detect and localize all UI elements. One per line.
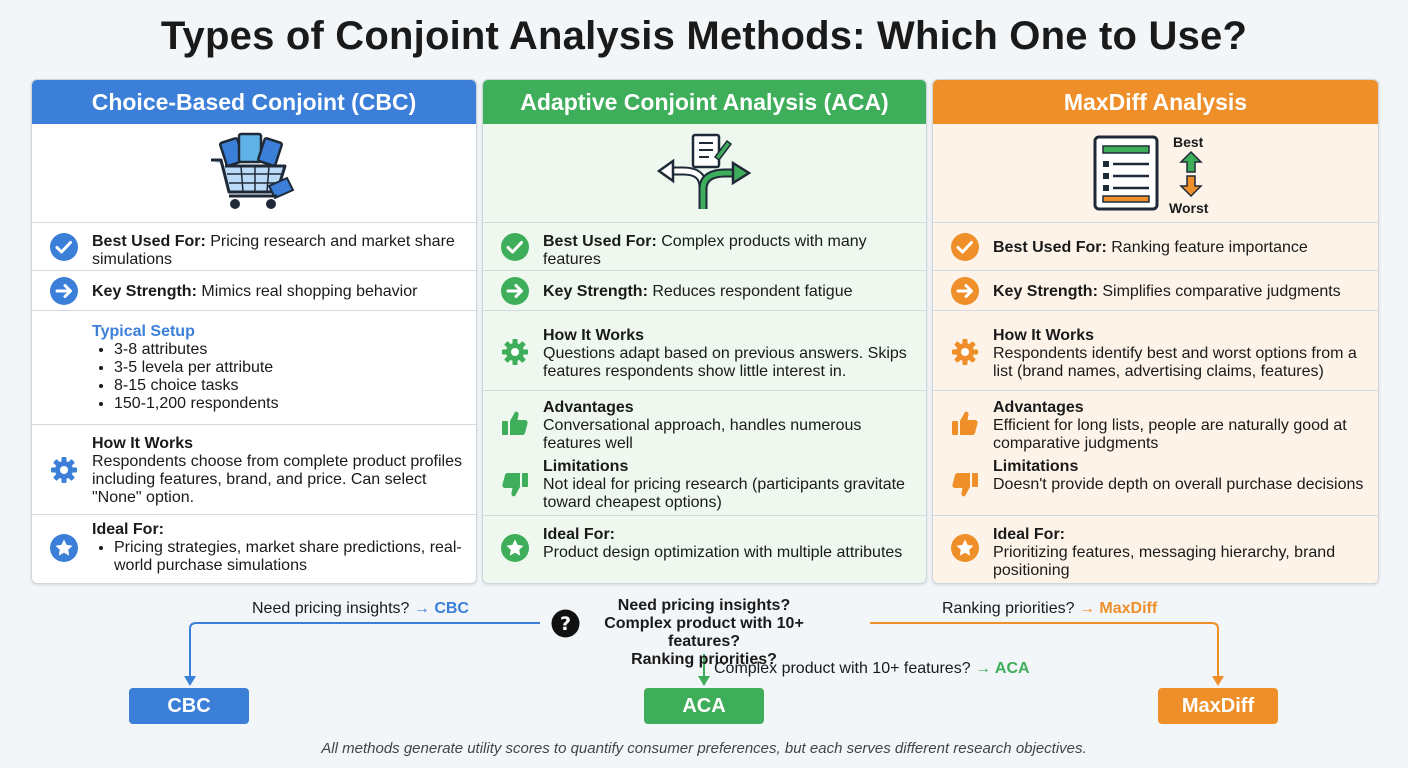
maxdiff-best-used-text: Ranking feature importance [1111,239,1308,256]
aca-strength-row: Key Strength: Reduces respondent fatigue [483,271,926,311]
ranked-list-icon: Best Worst [933,124,1378,223]
cbc-best-used-text: Pricing research and market share simula… [92,233,455,268]
aca-best-used-text: Complex products with many features [543,233,867,268]
flow-label-cbc-target: → CBC [413,600,469,617]
list-item: 3-8 attributes [114,341,464,359]
cbc-how-label: How It Works [92,435,194,452]
cbc-best-used-row: Best Used For: Pricing research and mark… [32,223,476,271]
aca-best-used-label: Best Used For: [543,233,657,250]
cbc-strength-row: Key Strength: Mimics real shopping behav… [32,271,476,311]
cbc-strength-label: Key Strength: [92,283,197,300]
worst-tag: Worst [1169,200,1209,216]
maxdiff-strength-text: Simplifies comparative judgments [1102,283,1341,300]
flow-label-aca-target: → ACA [975,660,1030,677]
maxdiff-adv-label: Advantages [993,399,1084,416]
flow-label-aca-text: Complex product with 10+ features? [714,660,971,677]
up-down-arrows-icon [1179,150,1203,198]
aca-ideal-label: Ideal For: [543,526,616,543]
cbc-best-used-label: Best Used For: [92,233,206,250]
maxdiff-ideal-label: Ideal For: [993,526,1066,543]
page-title: Types of Conjoint Analysis Methods: Whic… [160,14,1248,58]
maxdiff-how-label: How It Works [993,327,1095,344]
maxdiff-ideal-text: Prioritizing features, messaging hierarc… [993,544,1336,579]
cbc-ideal-text: Pricing strategies, market share predict… [114,539,464,575]
aca-result-box: ACA [644,688,764,724]
svg-text:?: ? [560,613,571,635]
aca-adv-text: Conversational approach, handles numerou… [543,417,862,452]
maxdiff-strength-label: Key Strength: [993,283,1098,300]
cbc-setup-label: Typical Setup [92,323,195,340]
maxdiff-card: MaxDiff Analysis Best Worst Best Used Fo… [932,79,1379,584]
flow-label-maxdiff-text: Ranking priorities? [942,600,1075,617]
aca-strength-label: Key Strength: [543,283,648,300]
cbc-ideal-label: Ideal For: [92,521,165,538]
maxdiff-result-box: MaxDiff [1158,688,1278,724]
question-icon: ? [551,609,580,638]
aca-adv-label: Advantages [543,399,634,416]
aca-lim-label: Limitations [543,458,629,475]
flow-label-aca: Complex product with 10+ features? → ACA [714,660,1030,678]
aca-how-label: How It Works [543,327,645,344]
flow-label-maxdiff: Ranking priorities? → MaxDiff [942,600,1157,618]
aca-how-text: Questions adapt based on previous answer… [543,345,907,380]
aca-strength-text: Reduces respondent fatigue [652,283,853,300]
cbc-setup-row: Typical Setup 3-8 attributes 3-5 levela … [32,311,476,425]
branching-arrows-checklist-icon [483,124,926,223]
maxdiff-lim-text: Doesn't provide depth on overall purchas… [993,476,1364,493]
list-item: 8-15 choice tasks [114,377,464,395]
flow-label-cbc: Need pricing insights? → CBC [252,600,469,618]
question-pricing: Need pricing insights? [617,597,791,614]
flow-label-cbc-text: Need pricing insights? [252,600,410,617]
maxdiff-best-used-row: Best Used For: Ranking feature importanc… [933,223,1378,271]
maxdiff-best-used-label: Best Used For: [993,239,1107,256]
cbc-setup-list: 3-8 attributes 3-5 levela per attribute … [92,341,464,413]
aca-card: Adaptive Conjoint Analysis (ACA) Best Us… [482,79,927,584]
list-item: 150-1,200 respondents [114,395,464,413]
aca-ideal-row: Ideal For:Product design optimization wi… [483,516,926,582]
shopping-cart-icon [32,124,476,223]
maxdiff-how-text: Respondents identify best and worst opti… [993,345,1357,380]
cbc-card-header: Choice-Based Conjoint (CBC) [32,80,476,124]
cbc-result-box: CBC [129,688,249,724]
maxdiff-strength-row: Key Strength: Simplifies comparative jud… [933,271,1378,311]
cbc-strength-text: Mimics real shopping behavior [201,283,418,300]
decision-questions: Need pricing insights? Complex product w… [586,597,822,669]
aca-lim-text: Not ideal for pricing research (particip… [543,476,905,511]
footer-note: All methods generate utility scores to q… [321,740,1087,757]
maxdiff-adv-text: Efficient for long lists, people are nat… [993,417,1347,452]
best-tag: Best [1173,134,1204,150]
aca-ideal-text: Product design optimization with multipl… [543,544,903,561]
maxdiff-lim-label: Limitations [993,458,1079,475]
list-item: 3-5 levela per attribute [114,359,464,377]
cbc-how-text: Respondents choose from complete product… [92,453,462,506]
maxdiff-ideal-row: Ideal For:Prioritizing features, messagi… [933,516,1378,582]
cbc-ideal-row: Ideal For:Pricing strategies, market sha… [32,515,476,583]
question-ranking: Ranking priorities? [631,651,777,668]
question-complex: Complex product with 10+ features? [604,615,804,650]
aca-best-used-row: Best Used For: Complex products with man… [483,223,926,271]
maxdiff-card-header: MaxDiff Analysis [933,80,1378,124]
cbc-card: Choice-Based Conjoint (CBC) Best Used Fo… [31,79,477,584]
aca-card-header: Adaptive Conjoint Analysis (ACA) [483,80,926,124]
flow-label-maxdiff-target: → MaxDiff [1078,600,1158,617]
